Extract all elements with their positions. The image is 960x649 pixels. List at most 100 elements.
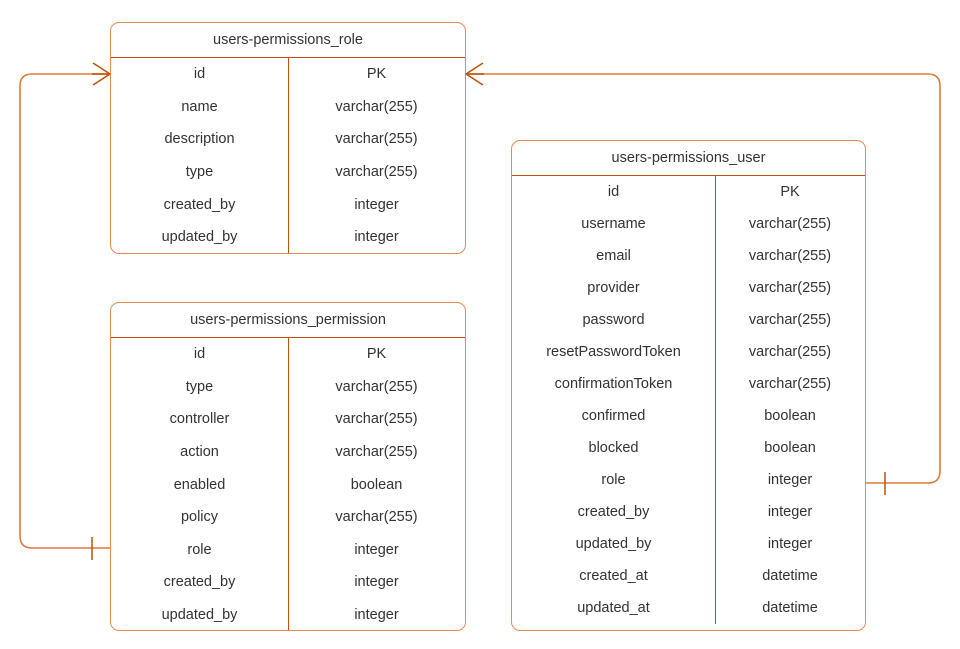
entity-table-users-permissions-permission[interactable]: users-permissions_permission id PK type … — [110, 302, 466, 631]
field-row: updated_at datetime — [512, 592, 865, 624]
field-type: integer — [354, 574, 399, 591]
entity-field-list: id PK name varchar(255) description varc… — [111, 58, 465, 253]
field-type: varchar(255) — [748, 376, 832, 392]
field-name: id — [193, 66, 206, 83]
field-name: role — [187, 541, 212, 558]
entity-table-users-permissions-user[interactable]: users-permissions_user id PK username va… — [511, 140, 866, 631]
entity-table-users-permissions-role[interactable]: users-permissions_role id PK name varcha… — [110, 22, 466, 254]
field-type: boolean — [764, 408, 816, 424]
column-divider — [288, 338, 289, 630]
field-row: enabled boolean — [111, 468, 465, 501]
field-name: email — [596, 248, 631, 264]
field-type: varchar(255) — [335, 131, 418, 148]
field-type: integer — [354, 196, 399, 213]
field-name: created_by — [163, 574, 236, 591]
field-type: varchar(255) — [748, 312, 832, 328]
field-name: policy — [180, 509, 219, 526]
entity-title-users-permissions-permission: users-permissions_permission — [111, 303, 465, 338]
field-name: action — [180, 444, 219, 461]
entity-field-list: id PK type varchar(255) controller varch… — [111, 338, 465, 630]
field-type: varchar(255) — [335, 378, 418, 395]
field-name: id — [607, 184, 620, 200]
field-type: integer — [767, 504, 813, 520]
connector-line-role-permission — [19, 73, 110, 549]
field-name: updated_by — [161, 607, 238, 624]
field-name: provider — [587, 280, 640, 296]
field-row: created_by integer — [111, 188, 465, 221]
field-name: blocked — [588, 440, 639, 456]
field-type: datetime — [762, 568, 818, 584]
field-name: confirmationToken — [554, 376, 673, 392]
field-row: blocked boolean — [512, 432, 865, 464]
field-row: updated_by integer — [512, 528, 865, 560]
field-row: description varchar(255) — [111, 123, 465, 156]
field-name: created_by — [163, 196, 236, 213]
field-row: type varchar(255) — [111, 371, 465, 404]
field-name: id — [193, 346, 206, 363]
field-type: boolean — [350, 476, 403, 493]
field-name: description — [164, 131, 235, 148]
field-type: varchar(255) — [748, 344, 832, 360]
field-row: created_by integer — [512, 496, 865, 528]
field-name: resetPasswordToken — [546, 344, 681, 360]
field-name: name — [181, 98, 218, 115]
entity-title-users-permissions-user: users-permissions_user — [512, 141, 865, 176]
field-type: varchar(255) — [335, 164, 418, 181]
field-row: created_at datetime — [512, 560, 865, 592]
field-name: username — [581, 216, 646, 232]
entity-field-list: id PK username varchar(255) email varcha… — [512, 176, 865, 624]
field-row: password varchar(255) — [512, 304, 865, 336]
field-name: updated_by — [575, 536, 652, 552]
field-type: integer — [767, 536, 813, 552]
field-type: integer — [767, 472, 813, 488]
field-name: controller — [169, 411, 230, 428]
field-name: password — [582, 312, 645, 328]
field-name: type — [185, 164, 214, 181]
field-name: confirmed — [581, 408, 646, 424]
field-row: confirmed boolean — [512, 400, 865, 432]
crowfoot-many-role-right — [465, 62, 484, 86]
field-name: updated_at — [577, 600, 650, 616]
field-name: created_by — [577, 504, 650, 520]
field-row: resetPasswordToken varchar(255) — [512, 336, 865, 368]
relationship-role-permission — [19, 62, 111, 560]
column-divider — [288, 58, 289, 253]
field-row: created_by integer — [111, 566, 465, 599]
field-type: varchar(255) — [748, 216, 832, 232]
field-type: varchar(255) — [748, 280, 832, 296]
field-type: varchar(255) — [335, 444, 418, 461]
field-type: varchar(255) — [748, 248, 832, 264]
field-row: provider varchar(255) — [512, 272, 865, 304]
field-type: PK — [366, 346, 387, 363]
field-row: confirmationToken varchar(255) — [512, 368, 865, 400]
column-divider — [715, 176, 716, 624]
field-type: PK — [366, 66, 387, 83]
field-name: created_at — [579, 568, 648, 584]
field-row: name varchar(255) — [111, 91, 465, 124]
field-type: PK — [780, 184, 800, 200]
crowfoot-many-role-left — [92, 62, 111, 86]
field-row: username varchar(255) — [512, 208, 865, 240]
field-row: policy varchar(255) — [111, 501, 465, 534]
field-row: role integer — [512, 464, 865, 496]
field-name: updated_by — [161, 229, 238, 246]
field-type: datetime — [762, 600, 818, 616]
field-name: enabled — [173, 476, 226, 493]
field-row: controller varchar(255) — [111, 403, 465, 436]
field-row: id PK — [111, 58, 465, 91]
field-type: varchar(255) — [335, 411, 418, 428]
field-type: integer — [354, 229, 399, 246]
field-name: type — [185, 378, 214, 395]
field-type: boolean — [764, 440, 816, 456]
field-row: email varchar(255) — [512, 240, 865, 272]
field-row: id PK — [111, 338, 465, 371]
field-row: type varchar(255) — [111, 156, 465, 189]
field-row: updated_by integer — [111, 221, 465, 253]
field-type: varchar(255) — [335, 98, 418, 115]
field-type: integer — [354, 541, 399, 558]
field-row: id PK — [512, 176, 865, 208]
field-name: role — [601, 472, 626, 488]
field-row: role integer — [111, 534, 465, 567]
field-type: varchar(255) — [335, 509, 418, 526]
field-row: action varchar(255) — [111, 436, 465, 469]
